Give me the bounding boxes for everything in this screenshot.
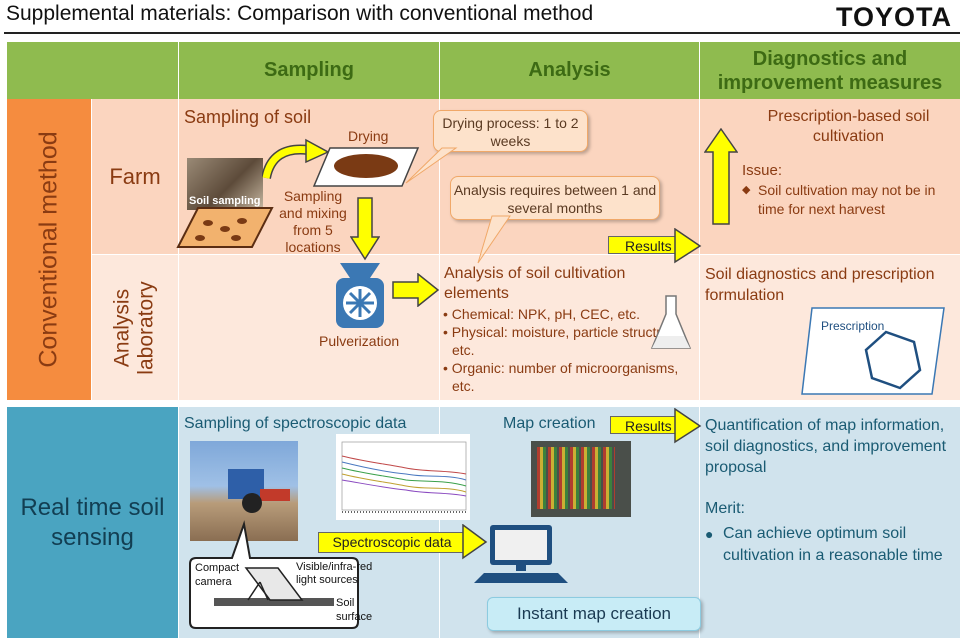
spectroscopic-data-label: Spectroscopic data [318, 532, 466, 553]
diag-title: Soil diagnostics and prescription formul… [705, 266, 935, 304]
tractor-wheel [242, 493, 262, 513]
soil-sampling-caption: Soil sampling [189, 195, 261, 207]
lab-sampling-cell [179, 255, 440, 401]
prescription-based-title: Prescription-based soil cultivation [767, 108, 930, 145]
rt-sampling-title: Sampling of spectroscopic data [184, 415, 407, 432]
col-header-diagnostics: Diagnostics and improvement measures [700, 42, 961, 99]
lab-analysis-cell [440, 255, 700, 401]
title-rule [4, 32, 960, 34]
results-arrowhead-realtime [674, 408, 702, 444]
row-label-farm: Farm [92, 99, 179, 255]
analysis-callout: Analysis requires between 1 and several … [450, 176, 660, 220]
farm-label: Farm [109, 163, 161, 189]
soil-surface-label: Soil surface [336, 597, 373, 623]
spectroscopic-arrowhead [462, 524, 488, 560]
drying-tray [312, 147, 420, 187]
field-diagram [176, 207, 274, 248]
right-arrow-lab-icon [392, 273, 440, 307]
up-arrow-icon [704, 128, 738, 225]
flask-icon [650, 295, 692, 349]
analysis-item-physical: • Physical: moisture, particle structure… [443, 324, 681, 358]
soil-sampling-photo: Soil sampling [187, 158, 263, 210]
pulverization-label: Pulverization [319, 333, 400, 349]
merit-text: Can achieve optimum soil cultivation in … [723, 525, 943, 564]
diamond-bullet-icon: ◆ [742, 184, 751, 196]
analysis-callout-pointer [477, 215, 511, 264]
page-title: Supplemental materials: Comparison with … [6, 2, 594, 25]
instant-map-callout: Instant map creation [487, 597, 701, 631]
results-arrow-farm: Results [608, 236, 688, 256]
analysis-items-list: • Chemical: NPK, pH, CEC, etc. • Physica… [443, 305, 699, 395]
drying-callout-pointer [405, 147, 458, 184]
merit-label: Merit: [705, 500, 745, 517]
drying-label: Drying [348, 128, 389, 144]
bullet-icon: • [443, 324, 452, 340]
conventional-label: Conventional method [34, 131, 63, 368]
analysis-item-chemical: • Chemical: NPK, pH, CEC, etc. [443, 306, 641, 322]
analysis-elements-title: Analysis of soil cultivation elements [444, 265, 626, 302]
issue-text: Soil cultivation may not be in time for … [758, 182, 936, 217]
map-creation-label: Map creation [503, 415, 596, 432]
lab-label: Analysis laboratory [111, 280, 159, 375]
circle-bullet-icon: ● [705, 526, 714, 542]
issue-label: Issue: [742, 162, 783, 179]
analysis-item-organic: • Organic: number of microorganisms, etc… [443, 360, 679, 394]
toyota-logo: TOYOTA [835, 2, 952, 32]
spectrum-chart-thumbnail [336, 434, 470, 520]
farm-diagnostics-cell [700, 99, 961, 255]
col-header-sampling: Sampling [179, 42, 440, 99]
prescription-card [801, 307, 945, 395]
results-label-farm: Results [608, 236, 676, 254]
pulverizer-icon [336, 263, 384, 328]
results-arrowhead-farm [674, 228, 702, 264]
header-corner [7, 42, 179, 99]
col-header-analysis: Analysis [440, 42, 700, 99]
quantification-text: Quantification of map information, soil … [705, 417, 947, 476]
computer-icon [474, 525, 568, 583]
row-label-realtime: Real time soil sensing [7, 407, 179, 639]
drying-callout: Drying process: 1 to 2 weeks [433, 110, 588, 152]
camera-diagram-callout [189, 520, 359, 629]
issue-item: ◆ Soil cultivation may not be in time fo… [742, 181, 954, 219]
realtime-label: Real time soil sensing [20, 493, 165, 551]
rt-diagnostics-cell [700, 407, 961, 639]
bullet-icon: • [443, 306, 452, 322]
sampling-of-soil-title: Sampling of soil [184, 107, 312, 127]
compact-camera-label: Compact camera [195, 562, 240, 588]
light-sources-label: Visible/infra-red light sources [296, 561, 373, 586]
bullet-icon: • [443, 360, 452, 376]
field-map-image [531, 441, 631, 517]
row-label-lab: Analysis laboratory [92, 255, 179, 401]
prescription-card-label: Prescription [821, 319, 885, 333]
tractor-implement [260, 489, 290, 501]
down-arrow-icon [350, 197, 380, 261]
row-label-conventional: Conventional method [7, 99, 92, 401]
merit-item: ● Can achieve optimum soil cultivation i… [705, 523, 945, 567]
sampling-mixing-label: Sampling and mixing from 5 locations [279, 188, 347, 255]
results-label-realtime: Results [610, 416, 684, 434]
field-map-overlay [537, 447, 615, 509]
curved-arrow-icon [262, 138, 330, 180]
